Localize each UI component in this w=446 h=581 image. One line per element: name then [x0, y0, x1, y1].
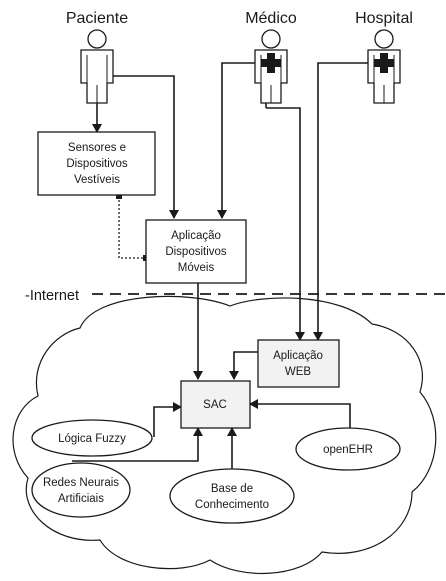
web-app-node: Aplicação WEB — [257, 339, 340, 388]
svg-text:Vestíveis: Vestíveis — [74, 174, 120, 186]
svg-text:Conhecimento: Conhecimento — [195, 499, 269, 511]
patient-label: Paciente — [66, 10, 128, 27]
svg-text:Lógica Fuzzy: Lógica Fuzzy — [58, 433, 126, 445]
openehr-to-sac-arrow — [249, 399, 351, 428]
sensors-mobile-link — [118, 196, 146, 259]
patient-actor — [80, 29, 114, 104]
fuzzy-to-sac-arrow — [153, 402, 182, 437]
sac-node: SAC — [180, 380, 251, 429]
svg-text:Aplicação: Aplicação — [273, 350, 323, 362]
svg-text:Redes Neurais: Redes Neurais — [43, 477, 119, 489]
sensors-node: Sensores e Dispositivos Vestíveis — [37, 131, 156, 196]
svg-text:Sensores e: Sensores e — [68, 142, 126, 154]
patient-to-mobile-arrow — [113, 75, 179, 219]
doctor-actor — [254, 29, 288, 104]
doctor-label: Médico — [245, 10, 297, 27]
fuzzy-logic-node: Lógica Fuzzy — [31, 419, 153, 457]
hospital-to-web-arrow — [313, 62, 368, 341]
web-to-sac-arrow — [229, 351, 258, 380]
svg-text:Móveis: Móveis — [178, 262, 215, 274]
neural-to-sac-arrow — [72, 427, 203, 462]
hospital-label: Hospital — [355, 10, 413, 27]
knowledge-base-node: Base de Conhecimento — [169, 468, 295, 524]
svg-text:Artificiais: Artificiais — [58, 493, 104, 505]
svg-text:Base de: Base de — [211, 483, 253, 495]
doctor-to-mobile-arrow — [217, 62, 255, 219]
svg-text:Dispositivos: Dispositivos — [165, 246, 227, 258]
svg-text:SAC: SAC — [203, 399, 227, 411]
hospital-actor — [367, 29, 401, 104]
svg-text:Aplicação: Aplicação — [171, 230, 221, 242]
svg-text:Dispositivos: Dispositivos — [66, 158, 128, 170]
mobile-app-node: Aplicação Dispositivos Móveis — [145, 219, 247, 284]
link-endpoint — [116, 193, 122, 199]
svg-text:openEHR: openEHR — [323, 444, 373, 456]
openehr-node: openEHR — [295, 427, 401, 471]
doctor-cross-icon — [261, 53, 281, 73]
hospital-cross-icon — [374, 53, 394, 73]
svg-text:WEB: WEB — [285, 366, 312, 378]
internet-label: -Internet — [25, 288, 79, 304]
doctor-to-web-line — [266, 107, 305, 341]
neural-networks-node: Redes Neurais Artificiais — [31, 462, 131, 518]
